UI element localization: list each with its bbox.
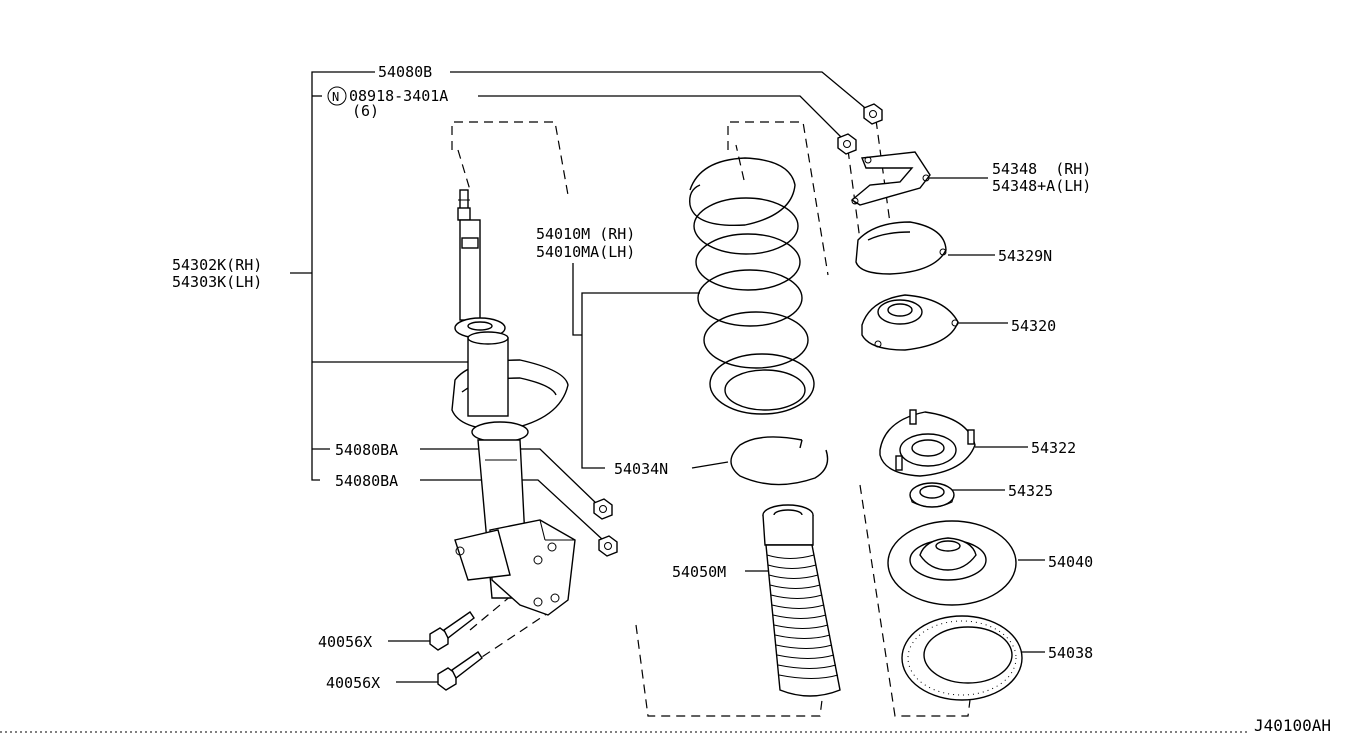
label-54320: 54320 <box>1011 317 1056 335</box>
label-40056x-upper: 40056X <box>318 633 372 651</box>
label-54010ma: 54010MA(LH) <box>536 243 635 261</box>
label-54040: 54040 <box>1048 553 1093 571</box>
label-54080ba-upper: 54080BA <box>335 441 398 459</box>
label-08918-qty: (6) <box>352 102 379 120</box>
label-54348a: 54348+A(LH) <box>992 177 1091 195</box>
leader-lines <box>290 71 1045 683</box>
coil-spring <box>689 157 815 415</box>
spring-insulator-54034n <box>730 436 829 486</box>
nut-54080ba-lower <box>598 535 618 557</box>
label-n-marker <box>327 86 347 106</box>
label-54080ba-lower: 54080BA <box>335 472 398 490</box>
bearing-54325 <box>909 482 955 508</box>
seat-54040 <box>887 520 1017 606</box>
bolt-40056x-upper <box>429 611 475 651</box>
label-54034n: 54034N <box>614 460 668 478</box>
label-54080b: 54080B <box>378 63 432 81</box>
mount-54322 <box>879 409 976 477</box>
plate-54329n <box>855 221 947 275</box>
nut-54080ba-upper <box>593 498 613 520</box>
seal-54038 <box>901 615 1023 701</box>
label-54010m: 54010M (RH) <box>536 225 635 243</box>
label-54348: 54348 (RH) <box>992 160 1091 178</box>
label-54329n: 54329N <box>998 247 1052 265</box>
nut-08918-3401a <box>837 133 857 155</box>
label-54302k: 54302K(RH) <box>172 256 262 274</box>
label-40056x-lower: 40056X <box>326 674 380 692</box>
strut-assembly <box>451 189 576 616</box>
label-n-letter: N <box>332 90 339 104</box>
label-54325: 54325 <box>1008 482 1053 500</box>
label-54322: 54322 <box>1031 439 1076 457</box>
nut-54080b <box>863 103 883 125</box>
insulator-54320 <box>861 294 959 351</box>
bracket-54348 <box>850 151 931 206</box>
bolt-40056x-lower <box>437 651 483 691</box>
label-08918-3401a: 08918-3401A <box>349 87 448 105</box>
diagram-id: J40100AH <box>1254 716 1331 735</box>
label-54038: 54038 <box>1048 644 1093 662</box>
label-54050m: 54050M <box>672 563 726 581</box>
bumper-boot-54050m <box>762 504 841 697</box>
label-54303k: 54303K(LH) <box>172 273 262 291</box>
